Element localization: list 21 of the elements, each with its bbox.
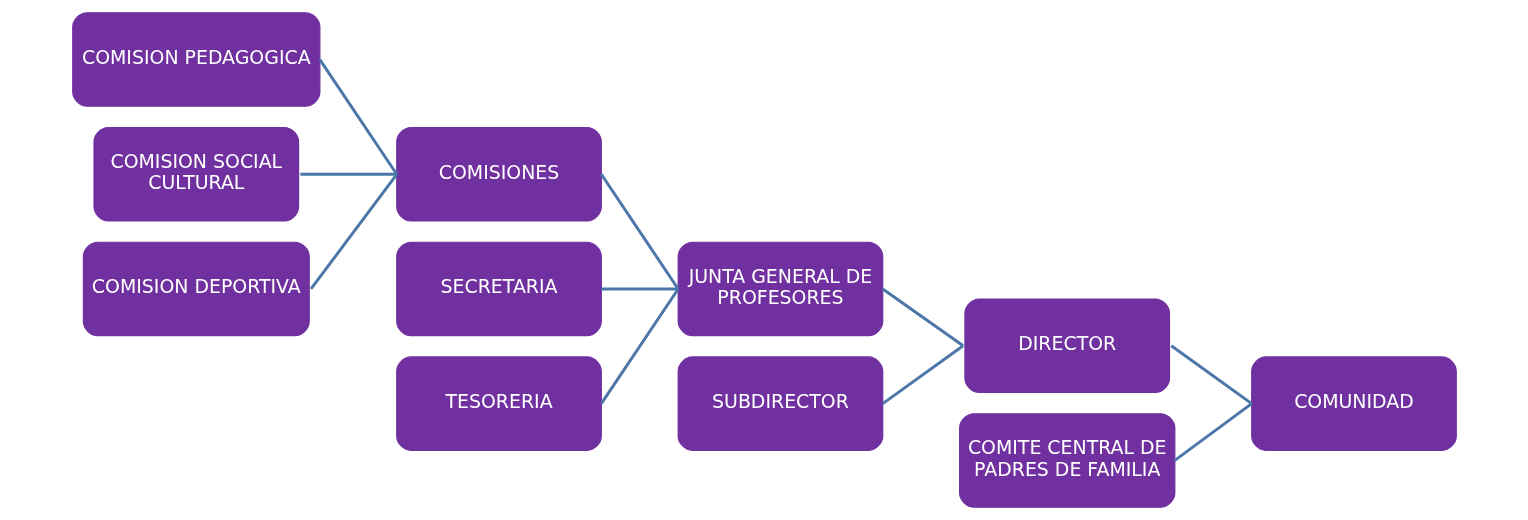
node-box: SUBDIRECTOR: [677, 356, 883, 451]
connector: [309, 173, 398, 290]
node-box: COMISION SOCIAL CULTURAL: [92, 126, 299, 222]
connector: [1173, 402, 1253, 462]
connector: [881, 287, 964, 347]
node-box: DIRECTOR: [963, 298, 1170, 394]
node-box: COMUNIDAD: [1250, 356, 1457, 451]
node-box: COMISIONES: [395, 126, 602, 222]
node-box: COMISION PEDAGOGICA: [71, 12, 320, 107]
connector: [600, 287, 678, 291]
node-box: COMITE CENTRAL DE PADRES DE FAMILIA: [958, 413, 1175, 508]
connector: [318, 58, 398, 176]
node-box: TESORERIA: [395, 356, 602, 451]
connector: [599, 288, 679, 405]
connector: [299, 172, 397, 176]
node-box: SECRETARIA: [395, 241, 602, 337]
node-box: JUNTA GENERAL DE PROFESORES: [677, 241, 883, 337]
node-box: COMISION DEPORTIVA: [82, 241, 310, 337]
connector: [881, 344, 964, 405]
connector: [599, 173, 679, 290]
connector: [1169, 344, 1253, 405]
